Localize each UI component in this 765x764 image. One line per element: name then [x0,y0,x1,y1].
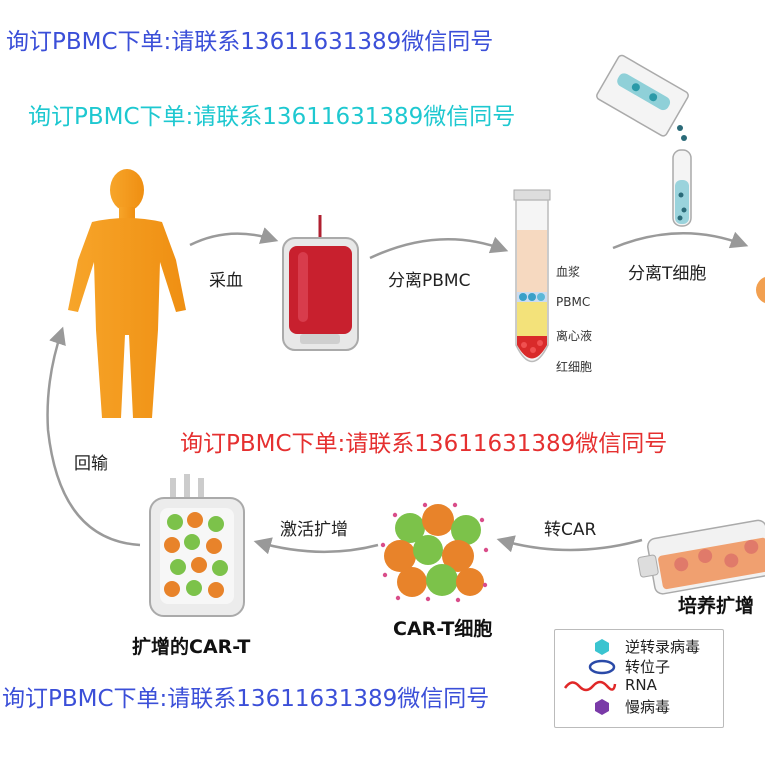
legend-item-transposon: 转位子 [555,656,723,676]
legend-item-lentivirus: 慢病毒 [555,696,723,716]
car-t-cluster-icon [380,502,489,603]
transposon-icon [588,659,616,675]
step-reinfuse: 回输 [74,454,108,474]
blood-bag-icon [282,215,359,351]
step-activate-expand: 激活扩增 [280,520,348,540]
caption-expanded-car-t: 扩增的CAR-T [132,636,251,658]
tube-layer-plasma: 血浆 [556,265,581,279]
step-separate-t: 分离T细胞 [628,264,707,284]
rna-icon [563,680,617,692]
human-body-icon [68,169,186,418]
legend-item-rna: RNA [555,676,723,696]
arrow-collect-blood [189,227,279,247]
arrow-transduce-car [496,535,643,553]
tube-layer-pbmc: PBMC [556,295,591,309]
tube-layer-separation-fluid: 离心液 [556,329,593,343]
expanded-car-t-bag-icon [149,474,245,617]
t-cell-partial-icon [756,276,765,304]
step-separate-pbmc: 分离PBMC [388,271,471,291]
arrow-separate-pbmc [369,236,509,260]
watermark-line-2: 询订PBMC下单:请联系13611631389微信同号 [28,104,516,130]
watermark-line-4: 询订PBMC下单:请联系13611631389微信同号 [2,686,490,712]
arrow-activate-expand [253,537,379,555]
step-transduce-car: 转CAR [544,520,597,540]
centrifuge-tube-icon [513,189,551,363]
lentivirus-icon [595,699,609,715]
flask-pour-icon [596,54,692,227]
step-culture-expand: 培养扩增 [678,595,755,617]
watermark-line-1: 询订PBMC下单:请联系13611631389微信同号 [6,29,494,55]
arrow-reinfuse [46,326,141,547]
culture-flask-icon [637,519,765,595]
step-collect-blood: 采血 [209,271,243,291]
retrovirus-icon [595,639,609,655]
arrow-separate-t [612,231,749,250]
caption-car-t-cells: CAR-T细胞 [393,618,493,640]
vector-legend: 逆转录病毒 转位子 RNA 慢病毒 [554,629,724,728]
tube-layer-rbc: 红细胞 [556,360,593,374]
legend-item-retrovirus: 逆转录病毒 [555,636,723,656]
watermark-line-3: 询订PBMC下单:请联系13611631389微信同号 [180,431,668,457]
